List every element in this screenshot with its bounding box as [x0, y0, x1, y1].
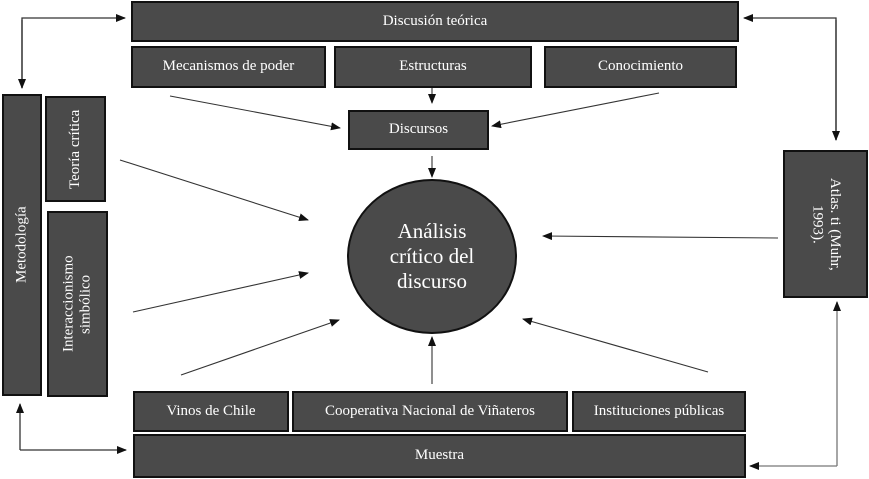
cooperativa-nacional-box: Cooperativa Nacional de Viñateros [292, 391, 568, 432]
interaccionismo-simbolico-box: Interaccionismo simbólico [47, 211, 108, 397]
conocimiento-box: Conocimiento [544, 46, 737, 88]
teoria-critica-box: Teoría crítica [45, 96, 106, 202]
atlas-ti-box: Atlas. ti (Muhr, 1993). [783, 150, 868, 298]
metodologia-box: Metodología [2, 94, 42, 396]
vinos-de-chile-label: Vinos de Chile [166, 402, 256, 419]
arrow-conocimiento-discursos [491, 92, 660, 129]
estructuras-label: Estructuras [399, 58, 467, 75]
arrow-muestra-right-analisis [522, 317, 709, 373]
estructuras-box: Estructuras [334, 46, 532, 88]
arrow-muestra-left-analisis [180, 319, 340, 376]
connector-atlas-discusion [743, 14, 837, 140]
metodologia-label: Metodología [13, 206, 30, 284]
arrow-interaccionismo-analisis [132, 271, 309, 313]
instituciones-publicas-label: Instituciones públicas [593, 402, 725, 419]
interaccionismo-simbolico-label: Interaccionismo simbólico [60, 255, 94, 353]
muestra-box: Muestra [133, 434, 746, 478]
analisis-critico-circle: Análisis crítico del discurso [347, 179, 517, 334]
arrow-mecanismos-discursos [169, 95, 341, 131]
discursos-box: Discursos [348, 110, 489, 150]
connector-metodologia-discusion [21, 14, 126, 88]
mecanismos-de-poder-box: Mecanismos de poder [131, 46, 326, 88]
conocimiento-label: Conocimiento [598, 58, 683, 75]
analisis-critico-label: Análisis crítico del discurso [389, 218, 475, 294]
atlas-ti-label: Atlas. ti (Muhr, 1993). [809, 177, 843, 271]
teoria-critica-label: Teoría crítica [66, 109, 83, 189]
discusion-teorica-box: Discusión teórica [131, 1, 739, 42]
arrow-teoria-critica-analisis [119, 159, 309, 222]
muestra-label: Muestra [414, 447, 465, 464]
vinos-de-chile-box: Vinos de Chile [133, 391, 289, 432]
mecanismos-de-poder-label: Mecanismos de poder [162, 58, 295, 75]
arrow-atlas-analisis [542, 232, 779, 241]
discusion-teorica-label: Discusión teórica [382, 12, 488, 29]
discursos-label: Discursos [388, 121, 449, 138]
cooperativa-nacional-label: Cooperativa Nacional de Viñateros [325, 402, 535, 419]
instituciones-publicas-box: Instituciones públicas [572, 391, 746, 432]
